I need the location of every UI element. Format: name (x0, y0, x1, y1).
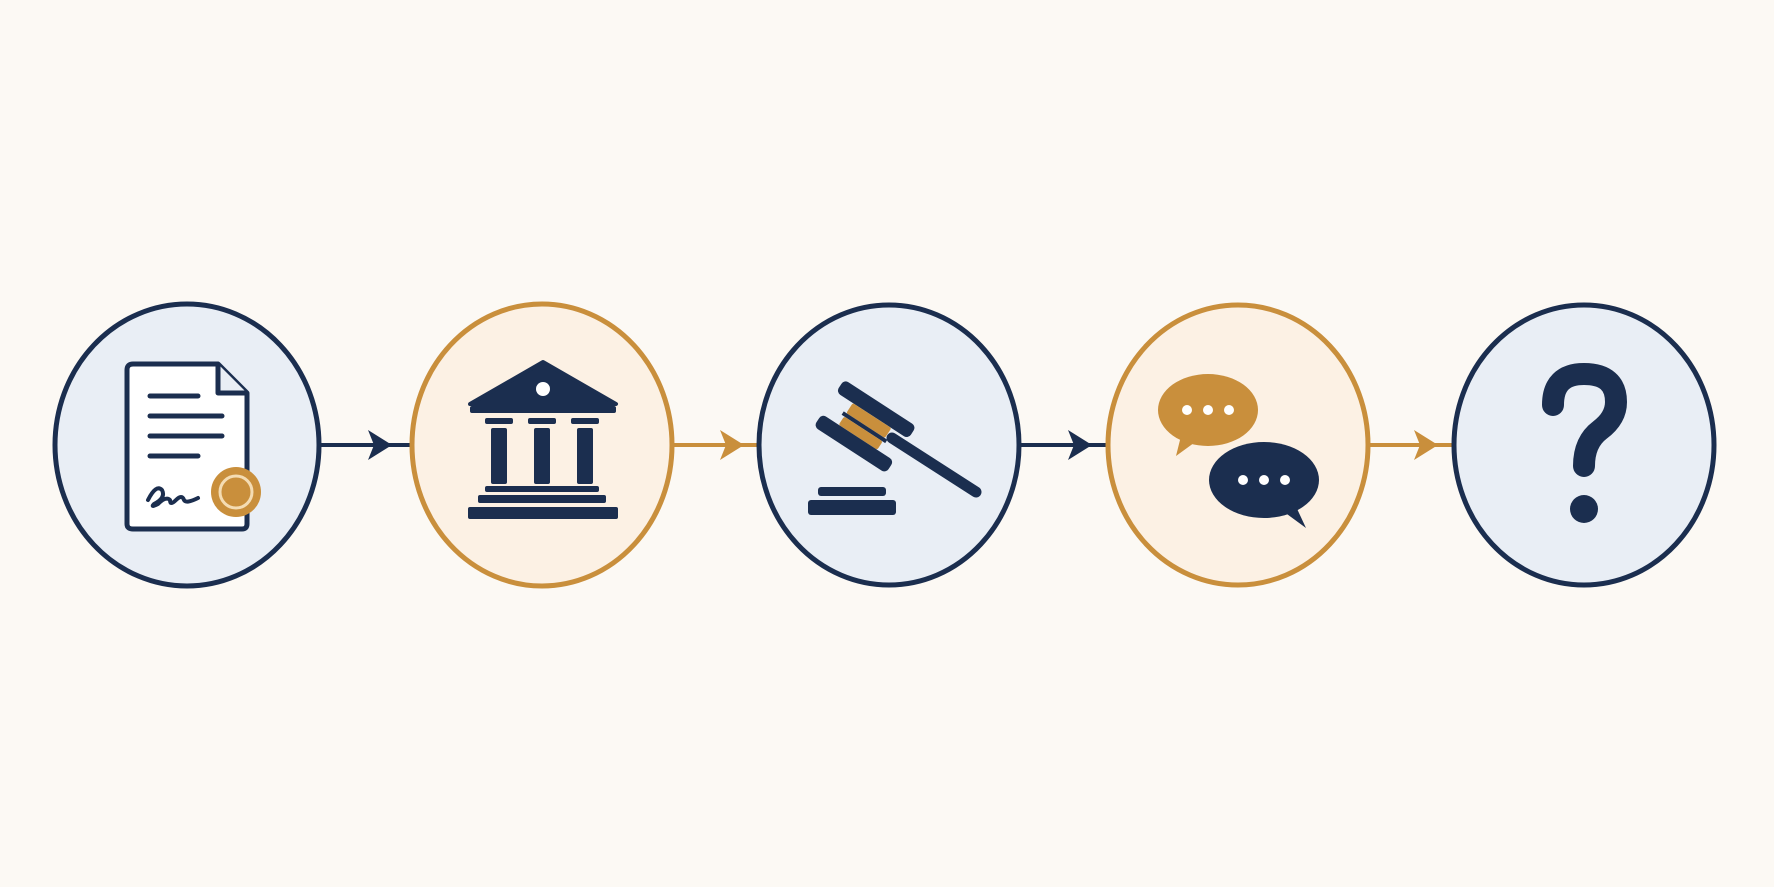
arrowhead-icon (720, 430, 744, 460)
gavel-icon (808, 381, 982, 515)
step-5-node (1451, 302, 1717, 588)
arrowhead-icon (1068, 430, 1092, 460)
arrowhead-icon (1414, 430, 1438, 460)
question-mark-icon (1542, 363, 1627, 523)
step-2-node (409, 301, 675, 589)
connector-1-2 (318, 430, 410, 460)
step-4-node (1105, 302, 1371, 588)
connector-4-5 (1370, 430, 1454, 460)
arrowhead-icon (368, 430, 392, 460)
step-3-node (756, 302, 1022, 588)
step-1-node (52, 301, 322, 589)
signed-contract-with-seal-icon (124, 361, 261, 532)
connector-3-4 (1020, 430, 1108, 460)
speech-bubbles-icon (1158, 374, 1319, 528)
courthouse-icon (468, 360, 618, 519)
connector-2-3 (672, 430, 758, 460)
